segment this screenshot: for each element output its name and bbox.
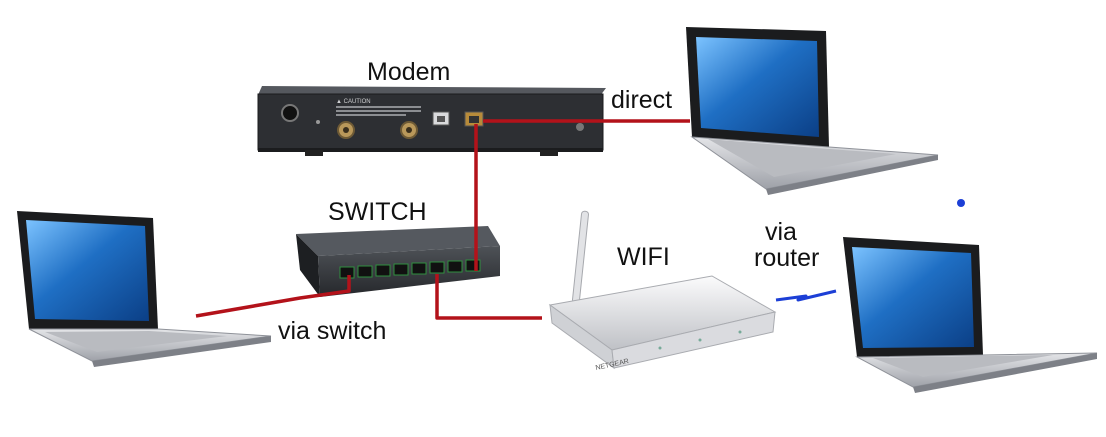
wifi-label: WIFI	[617, 243, 670, 271]
laptop-via-switch	[17, 211, 272, 367]
via-switch-label: via switch	[278, 317, 387, 345]
wireless-link-icon	[775, 289, 837, 302]
wifi-router-device: NETGEAR	[548, 210, 777, 372]
blue-dot	[957, 199, 965, 207]
cables	[195, 119, 690, 320]
modem-label: Modem	[367, 58, 451, 86]
switch-ports	[339, 259, 481, 279]
cable-switch-to-laptop	[195, 275, 351, 318]
switch-device	[296, 226, 500, 297]
laptop-direct	[686, 27, 939, 195]
switch-label: SWITCH	[328, 198, 427, 226]
laptop-via-router	[843, 237, 1098, 393]
cable-switch-to-router	[435, 274, 542, 320]
direct-label: direct	[611, 86, 673, 114]
via-router-label-line2: router	[754, 244, 820, 272]
svg-text:▲ CAUTION: ▲ CAUTION	[336, 99, 371, 105]
via-router-label-line1: via	[765, 218, 797, 246]
